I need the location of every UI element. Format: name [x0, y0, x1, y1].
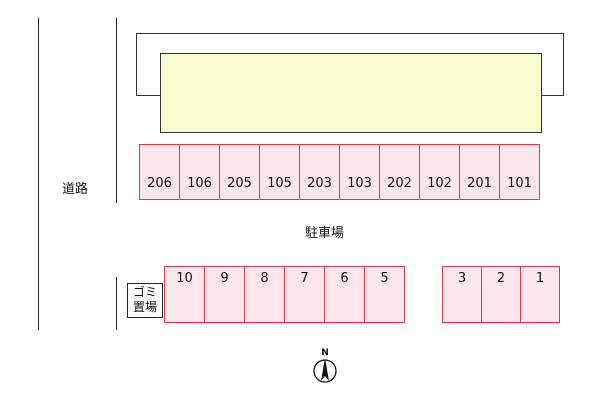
room-unit-label: 205 [227, 176, 252, 191]
parking-space-label: 8 [260, 271, 269, 286]
parking-space-label: 7 [300, 271, 309, 286]
room-unit: 101 [499, 144, 540, 200]
north-arrow-icon: N [310, 345, 340, 387]
room-unit-label: 201 [467, 176, 492, 191]
room-unit: 206 [139, 144, 180, 200]
parking-space: 10 [164, 266, 205, 323]
room-unit: 103 [339, 144, 380, 200]
parking-space-label: 2 [496, 271, 506, 286]
room-unit-label: 101 [507, 176, 532, 191]
parking-space-label: 6 [340, 271, 349, 286]
garbage-area-label-line2: 置場 [132, 300, 157, 314]
garbage-area: ゴミ 置場 [127, 283, 163, 318]
property-boundary-line [116, 18, 117, 203]
garbage-area-label-line1: ゴミ [132, 285, 157, 299]
road-line [38, 18, 39, 330]
parking-space: 3 [442, 266, 482, 323]
parking-row-right: 3 2 1 [442, 266, 560, 323]
room-unit-label: 102 [427, 176, 452, 191]
parking-space: 2 [481, 266, 521, 323]
room-unit: 106 [179, 144, 220, 200]
room-unit: 202 [379, 144, 420, 200]
room-unit-label: 206 [147, 176, 172, 191]
parking-space: 9 [204, 266, 245, 323]
parking-space-label: 5 [380, 271, 389, 286]
garbage-area-boundary [116, 277, 117, 330]
parking-space: 8 [244, 266, 285, 323]
room-row: 206 106 205 105 203 103 202 102 201 101 [139, 144, 540, 200]
parking-space: 7 [284, 266, 325, 323]
building [160, 53, 542, 133]
parking-space-label: 9 [220, 271, 229, 286]
parking-space-label: 10 [176, 271, 193, 286]
parking-space: 1 [520, 266, 560, 323]
parking-space-label: 3 [457, 271, 467, 286]
room-unit-label: 103 [347, 176, 372, 191]
room-unit-label: 105 [267, 176, 292, 191]
parking-space-label: 1 [535, 271, 545, 286]
parking-lot-label: 駐車場 [305, 226, 345, 241]
room-unit-label: 106 [187, 176, 212, 191]
room-unit: 102 [419, 144, 460, 200]
room-unit-label: 203 [307, 176, 332, 191]
parking-space: 6 [324, 266, 365, 323]
road-label: 道路 [62, 182, 89, 197]
room-unit: 105 [259, 144, 300, 200]
parking-row-left: 10 9 8 7 6 5 [164, 266, 405, 323]
room-unit-label: 202 [387, 176, 412, 191]
room-unit: 205 [219, 144, 260, 200]
room-unit: 201 [459, 144, 500, 200]
compass-north-label: N [321, 348, 329, 358]
room-unit: 203 [299, 144, 340, 200]
parking-space: 5 [364, 266, 405, 323]
